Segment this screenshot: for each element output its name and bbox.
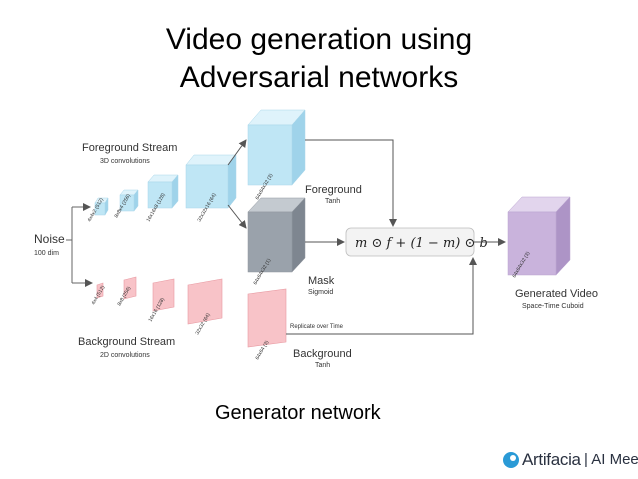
mask-output-title: Mask [308, 275, 335, 287]
bg-layer-1 [96, 282, 104, 299]
generated-video-subtitle: Space-Time Cuboid [522, 303, 584, 310]
noise-title: Noise [34, 232, 65, 246]
formula-text: m ⊙ f + (1 − m) ⊙ b [355, 236, 488, 251]
fg-cube-4 [185, 154, 237, 209]
fg-to-mask-arrow [227, 204, 247, 229]
generated-video-title: Generated Video [515, 288, 598, 300]
background-output-title: Background [293, 348, 352, 360]
generated-video-cube [507, 196, 571, 276]
diagram-caption: Generator network [215, 402, 381, 424]
bg-layer-3 [152, 278, 175, 312]
foreground-output-title: Foreground [305, 184, 362, 196]
slide-title-line-2: Adversarial networks [179, 61, 459, 94]
foreground-output-cube [247, 109, 306, 186]
fg-cube-2 [119, 189, 139, 212]
background-to-formula-arrow [286, 257, 477, 335]
foreground-stream-subtitle: 3D convolutions [100, 158, 150, 165]
bg-layer-5 [247, 288, 287, 348]
artifacia-logo-icon [503, 452, 519, 468]
logo-brand: Artifacia [522, 450, 581, 469]
noise-subtitle: 100 dim [34, 250, 59, 257]
fg-to-foreground-arrow [227, 139, 247, 166]
bg-layer-4 [187, 278, 223, 325]
artifacia-logo: Artifacia | AI Meet [498, 448, 638, 472]
foreground-stream-title: Foreground Stream [82, 142, 177, 154]
foreground-to-formula-arrow [305, 139, 397, 227]
logo-suffix: | AI Meet [584, 451, 638, 468]
fg-cube-1 [94, 197, 109, 216]
mask-output-subtitle: Sigmoid [308, 289, 333, 296]
bg-layer-1-label: 4x4 (512) [91, 284, 107, 306]
background-output-subtitle: Tanh [315, 362, 330, 369]
bg-layer-2 [123, 276, 137, 300]
background-stream-title: Background Stream [78, 336, 175, 348]
slide-title-line-1: Video generation using [165, 23, 473, 56]
foreground-output-subtitle: Tanh [325, 198, 340, 205]
replicate-note: Replicate over Time [290, 324, 344, 330]
background-stream-subtitle: 2D convolutions [100, 352, 150, 359]
mask-output-cube [247, 197, 306, 273]
fg-cube-3 [147, 174, 179, 209]
